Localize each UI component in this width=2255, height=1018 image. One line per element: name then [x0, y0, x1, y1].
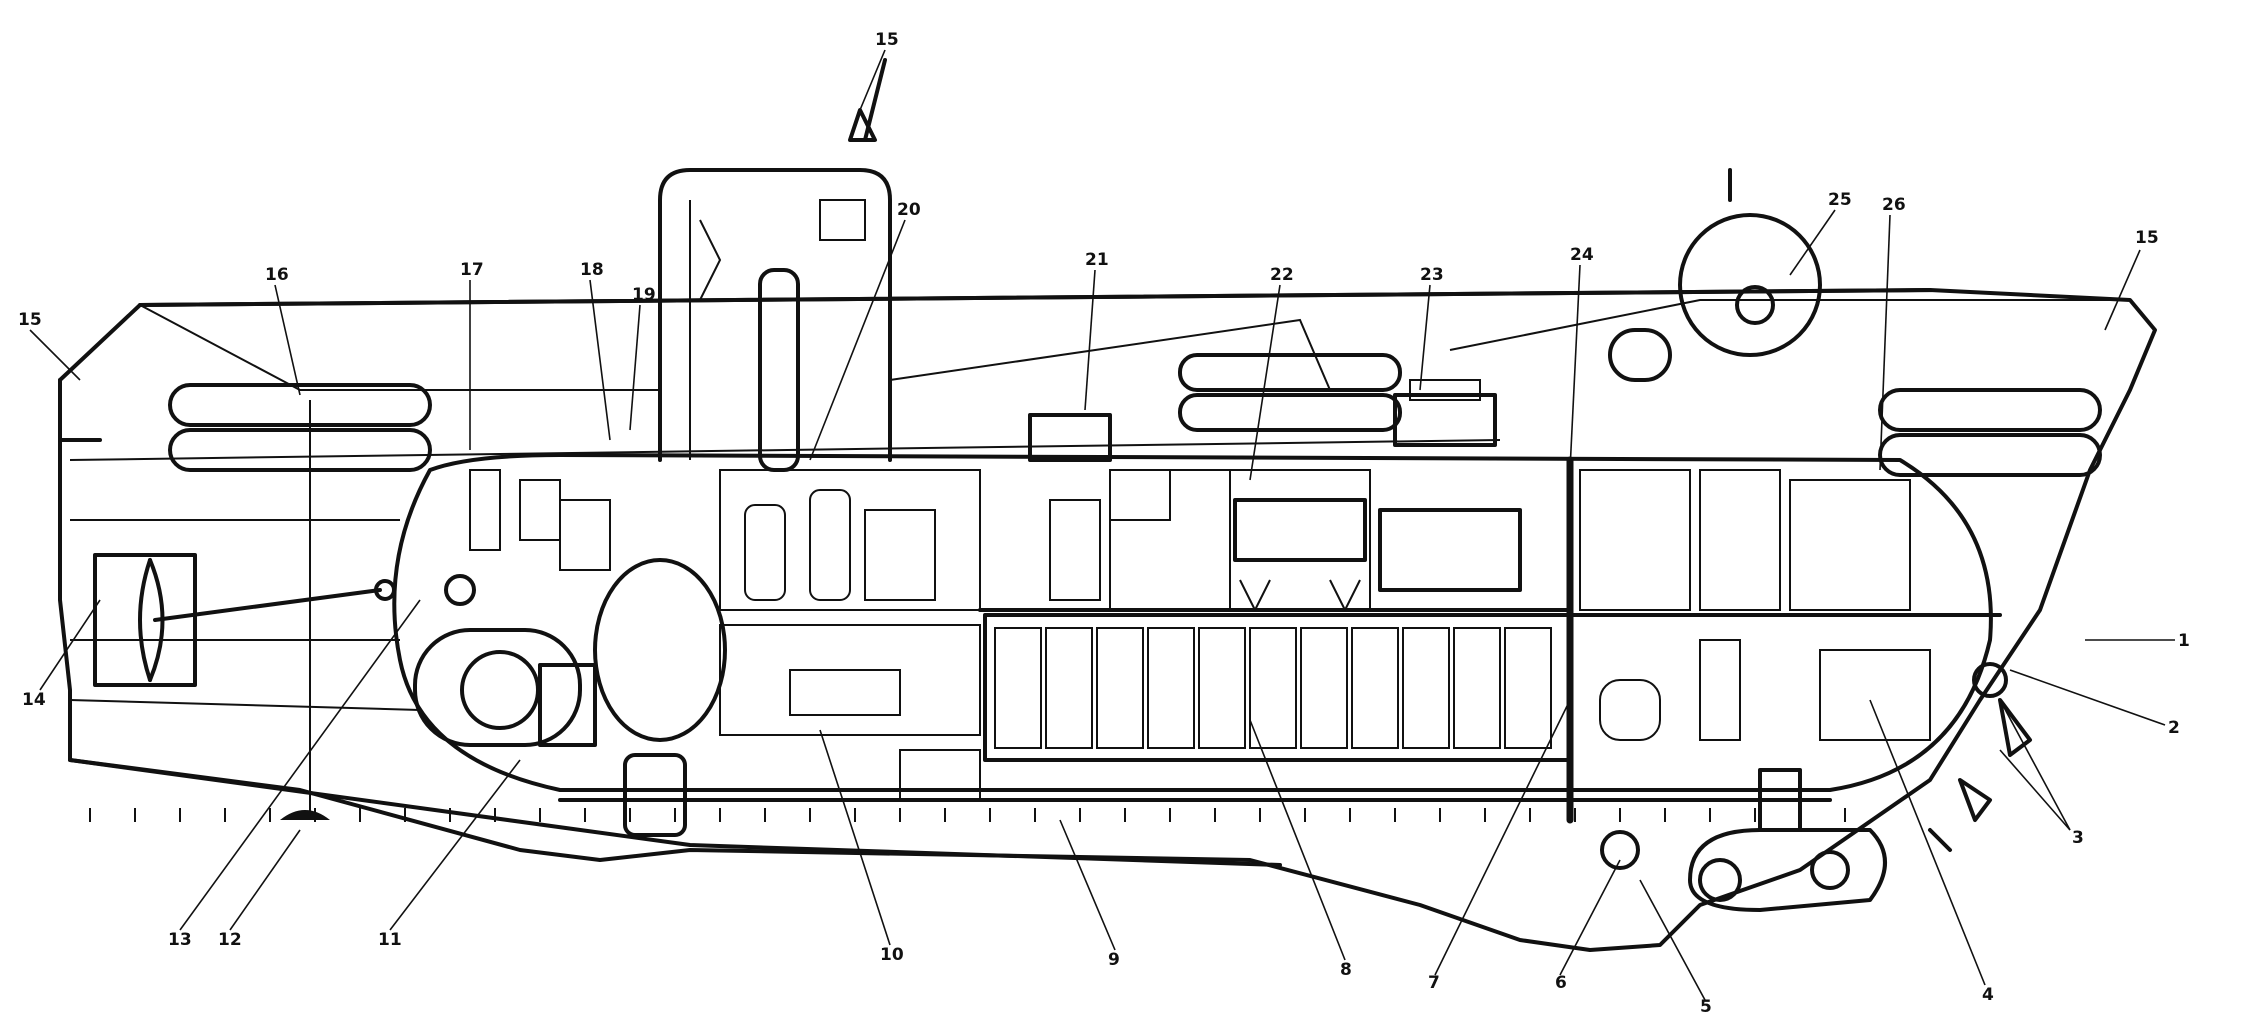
frame-ticks — [89, 808, 1846, 822]
deck-rail — [139, 299, 2130, 391]
callout-7: 7 — [1428, 973, 1440, 993]
battery-cell — [1147, 627, 1195, 749]
callout-8: 8 — [1340, 960, 1352, 980]
callout-26: 26 — [1882, 195, 1906, 215]
battery-cell — [1300, 627, 1348, 749]
callout-12: 12 — [218, 930, 242, 950]
machinery-space — [719, 469, 1171, 801]
battery-cell — [1045, 627, 1093, 749]
callout-4: 4 — [1982, 985, 1994, 1005]
bow-fittings — [1928, 662, 2032, 852]
battery-cell — [1351, 627, 1399, 749]
conning-tower — [658, 58, 892, 472]
air-flasks — [168, 353, 2102, 477]
battery-cell — [994, 627, 1042, 749]
outer-hull — [58, 288, 2157, 952]
battery-cell — [1504, 627, 1552, 749]
control-room — [978, 379, 1572, 612]
callout-20: 20 — [897, 200, 921, 220]
battery-cell — [1096, 627, 1144, 749]
callout-15-mast: 15 — [875, 30, 899, 50]
callout-21: 21 — [1085, 250, 1109, 270]
callout-14: 14 — [22, 690, 46, 710]
callout-6: 6 — [1555, 973, 1567, 993]
callout-13: 13 — [168, 930, 192, 950]
callout-15-bow: 15 — [2135, 228, 2159, 248]
callout-15-aft: 15 — [18, 310, 42, 330]
battery-cell — [1402, 627, 1450, 749]
callout-24: 24 — [1570, 245, 1594, 265]
callout-2: 2 — [2168, 718, 2180, 738]
callout-10: 10 — [880, 945, 904, 965]
callout-25: 25 — [1828, 190, 1852, 210]
propulsion — [93, 400, 476, 820]
callout-18: 18 — [580, 260, 604, 280]
battery-compartment — [983, 613, 1572, 762]
callout-22: 22 — [1270, 265, 1294, 285]
callout-5: 5 — [1700, 997, 1712, 1017]
battery-cell — [1453, 627, 1501, 749]
callout-3: 3 — [2072, 828, 2084, 848]
battery-cell — [1198, 627, 1246, 749]
callout-9: 9 — [1108, 950, 1120, 970]
callout-11: 11 — [378, 930, 402, 950]
callout-1: 1 — [2178, 631, 2190, 651]
ventral-pod — [1600, 768, 1887, 912]
aft-sphere — [593, 558, 727, 837]
callout-16: 16 — [265, 265, 289, 285]
callout-19: 19 — [632, 285, 656, 305]
forward-compartment — [1568, 469, 2002, 741]
callout-23: 23 — [1420, 265, 1444, 285]
forward-escape-sphere — [1608, 168, 1822, 382]
aft-equipment — [413, 469, 611, 747]
callout-labels: 1 2 3 4 5 6 7 8 9 10 11 12 13 14 15 15 1… — [18, 30, 2190, 1017]
leader-lines — [29, 49, 2175, 1001]
pressure-hull — [392, 453, 1993, 802]
battery-cell — [1249, 627, 1297, 749]
callout-17: 17 — [460, 260, 484, 280]
